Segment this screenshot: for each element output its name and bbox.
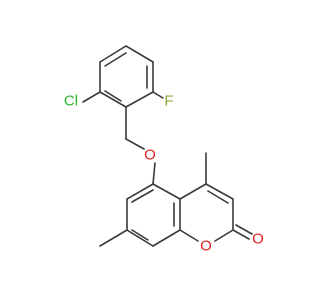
bond bbox=[126, 229, 154, 247]
bond bbox=[125, 45, 154, 63]
ring-oxygen-label: O bbox=[200, 238, 212, 255]
structure-canvas: Cl F O O O bbox=[63, 45, 264, 255]
fluorine-atom-label: F bbox=[164, 93, 173, 110]
benzyl-ring bbox=[99, 45, 154, 108]
bond bbox=[179, 183, 207, 200]
ether-oxygen-label: O bbox=[144, 147, 156, 164]
bond-ch2-o bbox=[125, 138, 145, 150]
bond-o-c5 bbox=[152, 162, 156, 185]
bond bbox=[179, 229, 199, 242]
bond bbox=[205, 183, 234, 200]
chlorine-atom-label: Cl bbox=[64, 93, 78, 110]
bond-c-f bbox=[152, 91, 164, 99]
carbonyl-bond bbox=[235, 224, 253, 235]
bond bbox=[152, 183, 181, 200]
double-bond bbox=[131, 189, 154, 203]
coumarin-benzo-ring bbox=[126, 183, 181, 247]
double-bond bbox=[207, 190, 229, 204]
bond-c-cl bbox=[82, 91, 101, 103]
double-bond bbox=[104, 52, 127, 67]
bond bbox=[99, 45, 127, 63]
carbonyl-oxygen-label: O bbox=[252, 231, 264, 248]
double-bond bbox=[104, 90, 122, 102]
bond bbox=[126, 183, 154, 200]
bond bbox=[125, 91, 154, 108]
methyl-bond bbox=[99, 229, 128, 247]
pyrone-ring bbox=[179, 183, 234, 242]
bond bbox=[99, 91, 127, 108]
double-bond bbox=[131, 229, 149, 241]
carbonyl-bond bbox=[232, 229, 250, 240]
molecule-diagram: Cl F O O O bbox=[64, 45, 264, 255]
bond bbox=[214, 229, 234, 242]
bond bbox=[152, 229, 181, 247]
